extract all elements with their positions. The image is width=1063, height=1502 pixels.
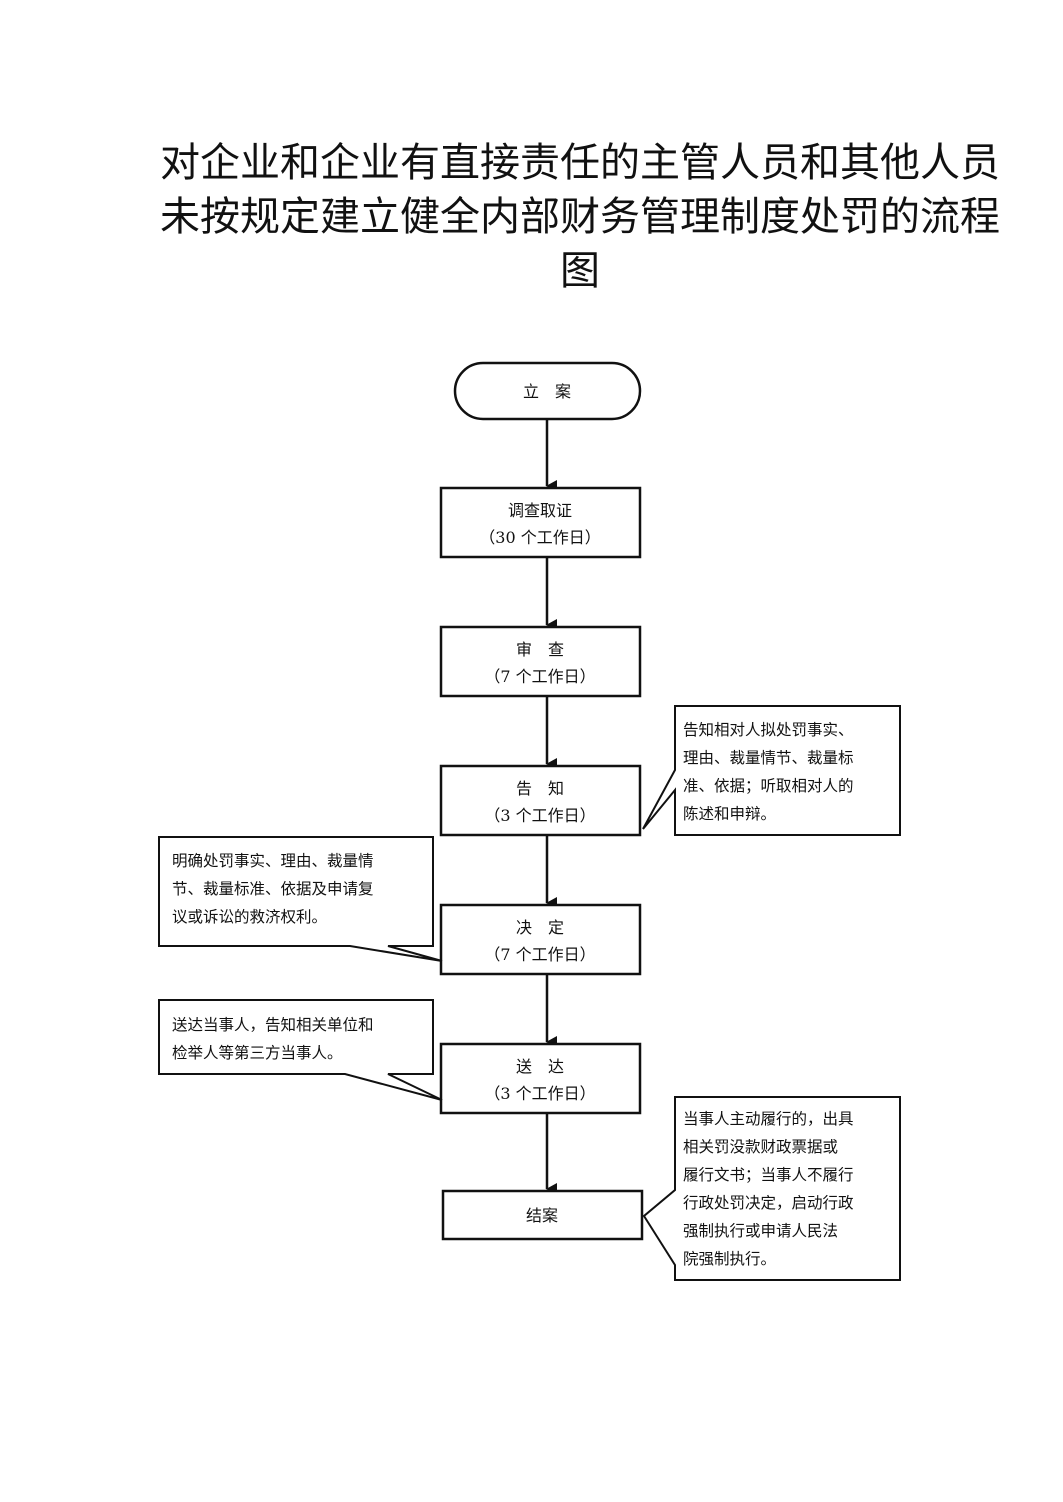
node-close: 结案 — [441, 1189, 644, 1241]
callout-notify: 告知相对人拟处罚事实、 理由、裁量情节、裁量标 准、依据；听取相对人的 陈述和申… — [642, 705, 901, 836]
node-close-label: 结案 — [526, 1206, 558, 1225]
callout-decide-line-2: 节、裁量标准、依据及申请复 — [172, 880, 374, 898]
node-notify-duration: （3 个工作日） — [484, 806, 595, 825]
callout-close-line-5: 强制执行或申请人民法 — [683, 1222, 838, 1240]
node-deliver-duration: （3 个工作日） — [484, 1084, 595, 1103]
callout-close: 当事人主动履行的，出具 相关罚没款财政票据或 履行文书；当事人不履行 行政处罚决… — [642, 1096, 901, 1281]
callout-decide: 明确处罚事实、理由、裁量情 节、裁量标准、依据及申请复 议或诉讼的救济权利。 — [158, 836, 443, 962]
node-deliver: 送 达 （3 个工作日） — [439, 1042, 642, 1115]
page-title: 对企业和企业有直接责任的主管人员和其他人员 未按规定建立健全内部财务管理制度处罚… — [150, 136, 1010, 298]
node-review: 审 查 （7 个工作日） — [439, 625, 642, 698]
callout-decide-line-1: 明确处罚事实、理由、裁量情 — [172, 852, 374, 870]
callout-notify-line-2: 理由、裁量情节、裁量标 — [683, 749, 854, 767]
node-investigate-duration: （30 个工作日） — [479, 528, 600, 547]
callout-decide-line-3: 议或诉讼的救济权利。 — [172, 908, 327, 926]
node-decide-label: 决 定 — [516, 918, 564, 937]
callout-notify-line-1: 告知相对人拟处罚事实、 — [683, 721, 854, 739]
callout-close-line-4: 行政处罚决定，启动行政 — [683, 1194, 854, 1212]
node-notify: 告 知 （3 个工作日） — [439, 764, 642, 837]
node-notify-label: 告 知 — [516, 779, 564, 798]
node-investigate: 调查取证 （30 个工作日） — [439, 486, 642, 559]
callout-close-line-3: 履行文书；当事人不履行 — [683, 1166, 854, 1184]
callout-notify-line-4: 陈述和申辩。 — [683, 805, 776, 823]
title-line-3: 图 — [560, 248, 600, 294]
node-deliver-label: 送 达 — [516, 1057, 564, 1076]
title-line-2: 未按规定建立健全内部财务管理制度处罚的流程 — [160, 194, 1000, 240]
callout-deliver: 送达当事人，告知相关单位和 检举人等第三方当事人。 — [158, 999, 443, 1101]
node-investigate-label: 调查取证 — [508, 501, 572, 520]
callout-close-line-1: 当事人主动履行的，出具 — [683, 1110, 854, 1128]
callout-close-line-6: 院强制执行。 — [683, 1249, 776, 1268]
node-review-label: 审 查 — [516, 640, 564, 659]
callout-deliver-line-2: 检举人等第三方当事人。 — [172, 1044, 343, 1062]
callout-deliver-line-1: 送达当事人，告知相关单位和 — [172, 1016, 374, 1034]
title-line-1: 对企业和企业有直接责任的主管人员和其他人员 — [160, 140, 1000, 186]
callout-notify-line-3: 准、依据；听取相对人的 — [683, 777, 854, 795]
callout-close-line-2: 相关罚没款财政票据或 — [683, 1138, 838, 1156]
node-decide: 决 定 （7 个工作日） — [439, 903, 642, 976]
node-decide-duration: （7 个工作日） — [484, 945, 595, 964]
node-start: 立 案 — [453, 361, 642, 421]
node-start-label: 立 案 — [523, 382, 571, 401]
node-review-duration: （7 个工作日） — [484, 667, 595, 686]
